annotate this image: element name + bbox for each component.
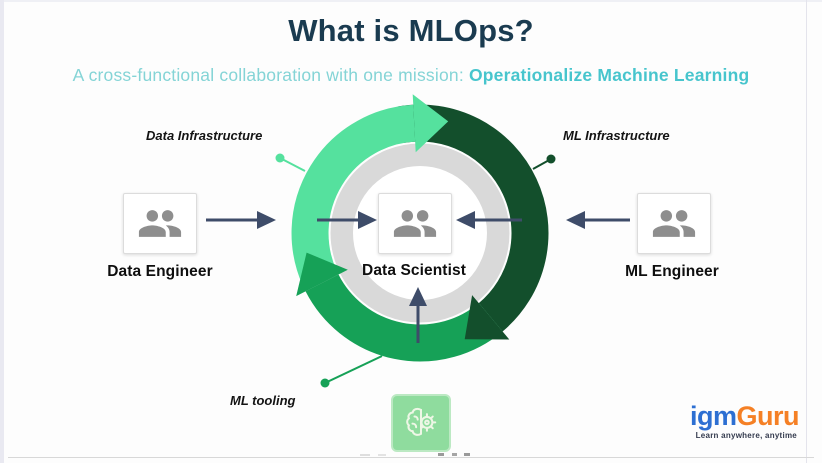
arrowhead-green-arc bbox=[296, 252, 348, 297]
artifact-speck bbox=[464, 453, 470, 456]
arrowhead-dark-arc bbox=[464, 295, 510, 340]
logo-igm-text: igm bbox=[689, 401, 737, 431]
brain-gear-tile bbox=[391, 394, 451, 452]
artifact-speck bbox=[378, 454, 386, 456]
artifact-speck bbox=[452, 453, 457, 456]
frame-top-edge bbox=[0, 0, 822, 2]
callout-dot-green bbox=[320, 378, 330, 388]
arrow-ml-engineer-to-cycle bbox=[566, 211, 630, 229]
arrow-right-into-data-scientist bbox=[456, 211, 522, 229]
arrow-data-engineer-to-cycle bbox=[206, 211, 276, 229]
data-engineer-label: Data Engineer bbox=[107, 263, 213, 280]
arrow-bottom-into-data-scientist bbox=[409, 287, 427, 343]
page-subtitle: A cross-functional collaboration with on… bbox=[0, 65, 822, 86]
data-scientist-label: Data Scientist bbox=[362, 262, 466, 279]
ml-infrastructure-label: ML Infrastructure bbox=[563, 128, 670, 143]
arc-data-infrastructure bbox=[291, 104, 416, 286]
people-icon bbox=[138, 210, 182, 237]
bottom-divider bbox=[8, 457, 814, 458]
subtitle-highlight-text: Operationalize Machine Learning bbox=[468, 65, 750, 85]
artifact-speck bbox=[438, 453, 444, 456]
igmguru-logo: igmGuru Learn anywhere, anytime bbox=[681, 401, 800, 440]
data-infrastructure-label: Data Infrastructure bbox=[146, 128, 263, 143]
artifact-speck bbox=[360, 454, 370, 456]
page-title: What is MLOps? bbox=[288, 13, 534, 48]
people-icon bbox=[652, 210, 696, 237]
callout-ml-tooling bbox=[320, 355, 383, 388]
arrow-left-into-data-scientist bbox=[317, 211, 377, 229]
ml-tooling-label: ML tooling bbox=[230, 393, 296, 408]
flow-arrows bbox=[206, 211, 630, 343]
logo-tagline: Learn anywhere, anytime bbox=[695, 431, 797, 440]
logo-guru-text: Guru bbox=[736, 401, 800, 431]
callout-dot-mint bbox=[275, 153, 285, 163]
data-engineer-card bbox=[123, 193, 197, 254]
igmguru-wordmark: igmGuru bbox=[681, 401, 800, 431]
frame-left-edge bbox=[0, 0, 4, 463]
ml-engineer-card bbox=[637, 193, 711, 254]
callout-ml-infrastructure bbox=[532, 154, 556, 170]
frame-right-edge bbox=[806, 0, 807, 463]
data-scientist-card bbox=[378, 193, 452, 254]
brain-gear-icon bbox=[406, 407, 437, 436]
callout-dot-dark bbox=[546, 154, 556, 164]
people-icon bbox=[393, 210, 437, 237]
callout-data-infrastructure bbox=[275, 153, 306, 172]
cycle-gray-ring bbox=[330, 143, 510, 323]
ml-engineer-label: ML Engineer bbox=[625, 263, 719, 280]
subtitle-regular-text: A cross-functional collaboration with on… bbox=[72, 65, 469, 85]
arrowhead-mint-arc bbox=[412, 94, 449, 153]
